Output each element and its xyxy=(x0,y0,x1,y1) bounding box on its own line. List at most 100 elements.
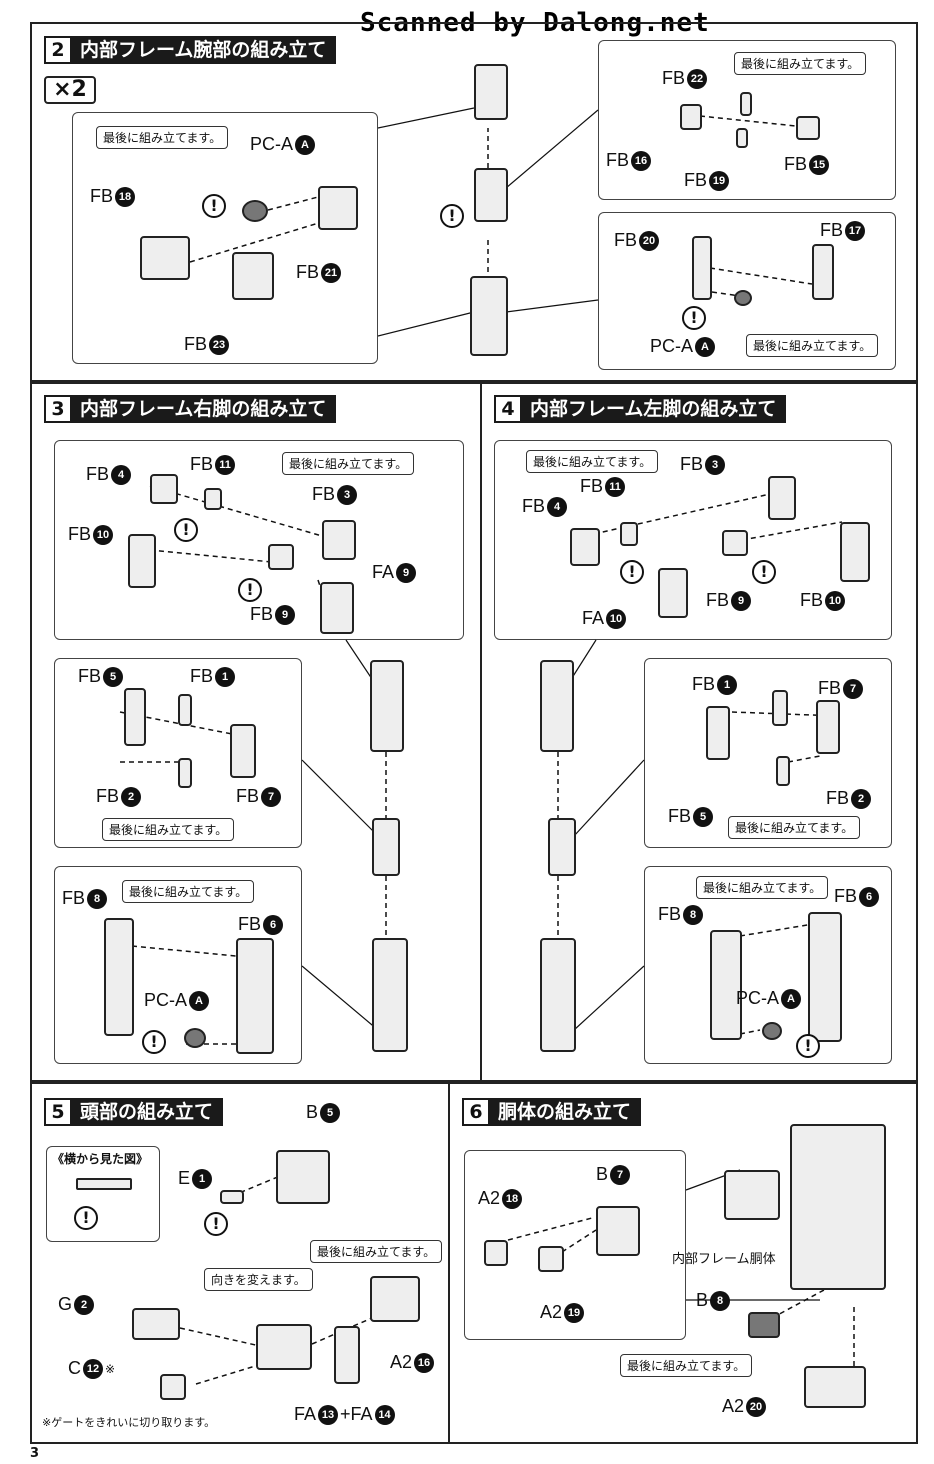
part-label-text: PC-A xyxy=(250,134,294,154)
step4-title-text: 内部フレーム左脚の組み立て xyxy=(530,398,777,420)
part-fb1 xyxy=(772,690,788,726)
step5-title-text: 頭部の組み立て xyxy=(80,1101,214,1123)
part-number-badge: 3 xyxy=(337,484,358,505)
part-a2-16 xyxy=(370,1276,420,1322)
page-number: 3 xyxy=(30,1446,40,1461)
part-number-badge: 2 xyxy=(851,788,872,809)
part-label-text: FB xyxy=(826,788,850,808)
part-number-badge: A xyxy=(781,988,802,1009)
part-number-badge: 7 xyxy=(610,1164,631,1185)
part-number-badge: 9 xyxy=(731,590,752,611)
part-number-badge: 13 xyxy=(318,1404,339,1425)
part-label-text: FB xyxy=(834,886,858,906)
part-pc-a-cap xyxy=(734,290,752,306)
reference-mark: ※ xyxy=(105,1361,116,1376)
step5-side-view-box xyxy=(46,1146,160,1242)
part-fa13-fa14 xyxy=(334,1326,360,1384)
step5-number: 5 xyxy=(44,1098,72,1126)
part-number-badge: 20 xyxy=(746,1396,767,1417)
part-fb3 xyxy=(322,520,356,560)
part-number-badge: 1 xyxy=(215,666,236,687)
part-label-text: FB xyxy=(692,674,716,694)
step2-number: 2 xyxy=(44,36,72,64)
part-number-badge: 11 xyxy=(605,476,626,497)
part-b7 xyxy=(596,1206,640,1256)
part-fb6 xyxy=(808,912,842,1042)
note-last-assemble: 最後に組み立てます。 xyxy=(746,334,879,357)
part-fb3 xyxy=(768,476,796,520)
part-fb6 xyxy=(236,938,274,1054)
part-label-text: FB xyxy=(236,786,260,806)
part-label-text: FB xyxy=(238,914,262,934)
part-leg-upper xyxy=(370,660,404,752)
part-fb22 xyxy=(740,92,752,116)
part-knee xyxy=(548,818,576,876)
part-a2-20 xyxy=(804,1366,866,1408)
note-turn-around: 向きを変えます。 xyxy=(204,1268,313,1291)
part-pc-a-cap xyxy=(242,200,268,222)
part-fb11 xyxy=(204,488,222,510)
part-label-text: FB xyxy=(684,170,708,190)
step2-left-box xyxy=(72,112,378,364)
part-side-view xyxy=(76,1178,132,1190)
part-label-text: G xyxy=(58,1294,73,1314)
part-label-text: A2 xyxy=(540,1302,563,1322)
part-label-text: FB xyxy=(190,666,214,686)
part-number-badge: 3 xyxy=(705,454,726,475)
part-number-badge: 7 xyxy=(261,786,282,807)
part-number-badge: 14 xyxy=(374,1404,395,1425)
part-fb21 xyxy=(318,186,358,230)
note-last-assemble: 最後に組み立てます。 xyxy=(122,880,255,903)
part-number-badge: 19 xyxy=(564,1302,585,1323)
part-knee xyxy=(372,818,400,876)
part-number-badge: 6 xyxy=(263,914,284,935)
part-leg-upper xyxy=(540,660,574,752)
part-label-text: PC-A xyxy=(736,988,780,1008)
part-arm-joint xyxy=(474,168,508,222)
part-arm-top xyxy=(474,64,508,120)
part-label-text: FB xyxy=(522,496,546,516)
part-torso-frame xyxy=(790,1124,886,1290)
caution-icon: ! xyxy=(238,578,262,602)
part-label-text: E xyxy=(178,1168,191,1188)
part-label-text: FB xyxy=(184,334,208,354)
part-number-badge: 10 xyxy=(93,524,114,545)
part-number-badge: 9 xyxy=(275,604,296,625)
part-number-badge: 5 xyxy=(693,806,714,827)
part-label-text: FA xyxy=(294,1404,317,1424)
part-a2-18 xyxy=(484,1240,508,1266)
part-number-badge: 21 xyxy=(321,262,342,283)
part-label-text: FB xyxy=(296,262,320,282)
part-fb10 xyxy=(128,534,156,588)
part-label-text: +FA xyxy=(340,1404,373,1424)
caution-icon: ! xyxy=(202,194,226,218)
note-last-assemble: 最後に組み立てます。 xyxy=(734,52,867,75)
part-number-badge: 12 xyxy=(83,1358,103,1379)
part-number-badge: 5 xyxy=(103,666,124,687)
part-label-text: FB xyxy=(800,590,824,610)
part-label-text: A2 xyxy=(722,1396,745,1416)
part-number-badge: 18 xyxy=(502,1188,523,1209)
